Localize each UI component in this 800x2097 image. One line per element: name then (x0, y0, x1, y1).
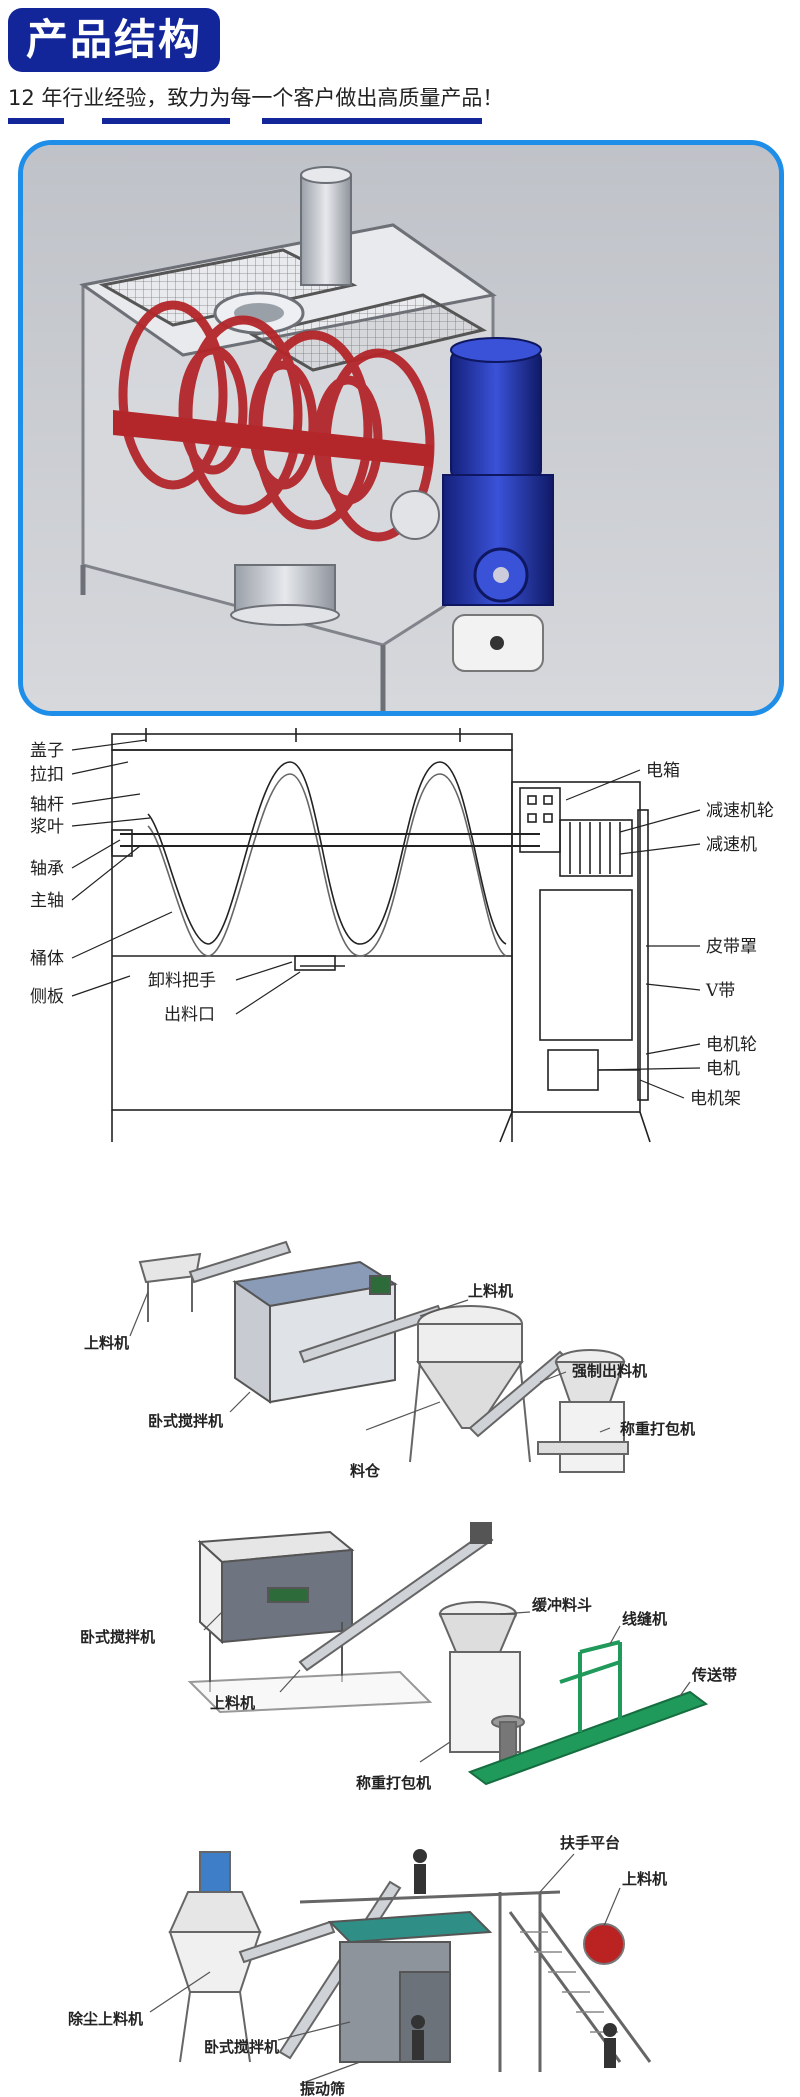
label-jiangye: 浆叶 (30, 817, 64, 837)
label-dianjijia: 电机架 (690, 1089, 741, 1109)
label-cebian: 侧板 (30, 987, 64, 1007)
label-chuliao: 出料口 (164, 1005, 215, 1025)
label-pidaizhao: 皮带罩 (706, 937, 757, 957)
mixer-3d-rendering (18, 140, 784, 716)
label-feeder-3: 上料机 (622, 1870, 667, 1888)
label-sewer: 线缝机 (622, 1610, 667, 1628)
label-zhougan: 轴杆 (30, 795, 64, 815)
label-xieliao: 卸料把手 (148, 971, 216, 991)
underline-segment (8, 118, 64, 124)
label-jiansuji: 减速机 (706, 835, 757, 855)
label-feeder-b: 上料机 (468, 1282, 513, 1300)
underline-segment (102, 118, 230, 124)
label-lakou: 拉扣 (30, 765, 64, 785)
label-feeder-2: 上料机 (210, 1694, 255, 1712)
label-dust-feeder: 除尘上料机 (68, 2010, 143, 2028)
label-sieve: 振动筛 (300, 2080, 345, 2097)
production-line-2: 卧式搅拌机 上料机 缓冲料斗 线缝机 传送带 称重打包机 (80, 1522, 737, 1792)
label-discharger: 强制出料机 (572, 1362, 647, 1380)
label-tongti: 桶体 (30, 949, 64, 969)
label-platform: 扶手平台 (560, 1834, 620, 1852)
production-line-3: 扶手平台 上料机 除尘上料机 卧式搅拌机 振动筛 (68, 1834, 667, 2097)
label-conveyor: 传送带 (691, 1666, 737, 1684)
label-packer-2: 称重打包机 (356, 1774, 431, 1792)
production-line-1: 上料机 上料机 卧式搅拌机 料仓 强制出料机 称重打包机 (84, 1240, 695, 1480)
label-buffer: 缓冲料斗 (532, 1596, 592, 1614)
section-title-badge: 产品结构 (8, 8, 220, 72)
underline-segment (262, 118, 482, 124)
label-gaizi: 盖子 (30, 741, 64, 761)
label-silo: 料仓 (350, 1462, 381, 1480)
label-jiansulun: 减速机轮 (706, 801, 774, 821)
label-feeder-a: 上料机 (84, 1334, 129, 1352)
label-zhuzhou: 主轴 (30, 891, 64, 911)
label-dianji: 电机 (706, 1059, 740, 1079)
section-subtitle: 12 年行业经验，致力为每一个客户做出高质量产品！ (8, 86, 504, 110)
label-dianxiang: 电箱 (646, 761, 680, 781)
label-mixer-1: 卧式搅拌机 (148, 1412, 223, 1430)
label-vdai: V带 (705, 981, 735, 1001)
label-dianjilun: 电机轮 (706, 1035, 757, 1055)
label-mixer-2: 卧式搅拌机 (80, 1628, 155, 1646)
label-zhoucheng: 轴承 (30, 859, 64, 879)
production-line-illustrations: 上料机 上料机 卧式搅拌机 料仓 强制出料机 称重打包机 (68, 1240, 737, 2097)
label-mixer-3: 卧式搅拌机 (204, 2038, 279, 2056)
label-packer-1: 称重打包机 (620, 1420, 695, 1438)
mixer-structure-diagram: 盖子 拉扣 轴杆 浆叶 轴承 主轴 桶体 侧板 卸料把手 出料口 电箱 减速机轮… (30, 728, 774, 1143)
